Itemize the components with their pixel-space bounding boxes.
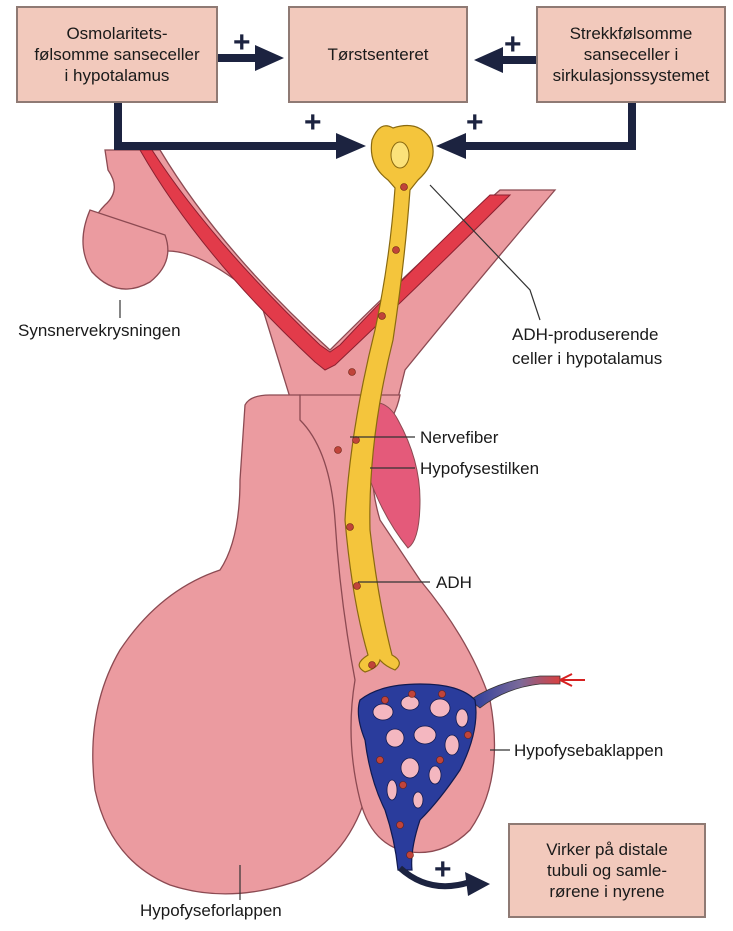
label-anterior-lobe: Hypofyseforlappen — [140, 900, 282, 921]
plus-sign-stretch-thirst: + — [504, 30, 522, 60]
plus-sign-outflow: + — [434, 855, 452, 885]
label-optic-chiasm: Synsnervekrysningen — [18, 320, 181, 341]
label-pituitary-stalk: Hypofysestilken — [420, 458, 539, 479]
label-adh-cells-line-1: ADH-produserende — [512, 324, 658, 345]
plus-sign-stretch-neuron: + — [466, 108, 484, 138]
label-nerve-fiber: Nervefiber — [420, 427, 498, 448]
hypothalamus-tissue — [89, 150, 555, 430]
label-adh: ADH — [436, 572, 472, 593]
arrow-stretch-to-neuron — [462, 103, 632, 146]
label-posterior-lobe: Hypofysebaklappen — [514, 740, 663, 761]
neuron-nucleus — [391, 142, 409, 168]
plus-sign-osmo-neuron: + — [304, 108, 322, 138]
label-adh-cells-line-2: celler i hypotalamus — [512, 348, 662, 369]
plus-sign-osmo-thirst: + — [233, 28, 251, 58]
